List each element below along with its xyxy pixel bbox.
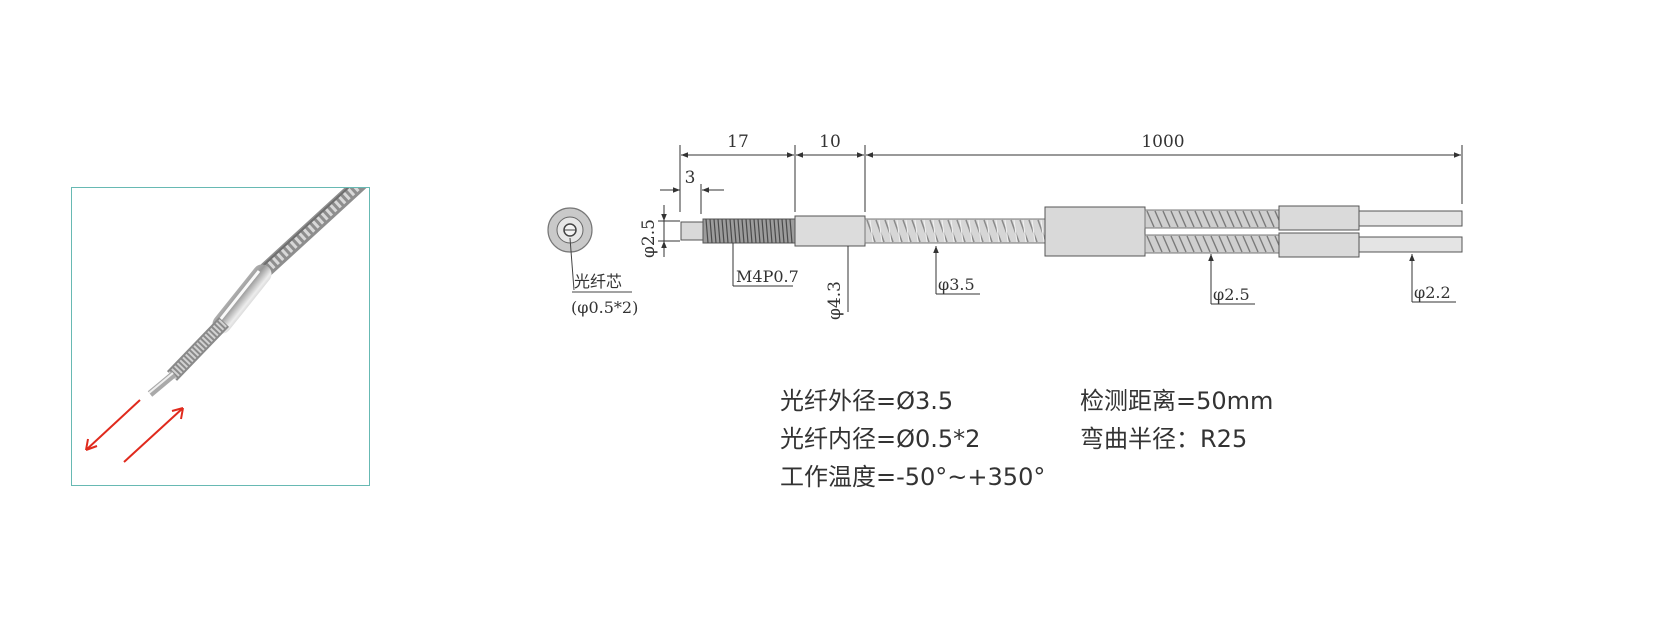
dim-tip-diameter: φ2.5 bbox=[639, 219, 659, 258]
callout-cable-outer: φ3.5 bbox=[938, 275, 975, 294]
callout-thread: M4P0.7 bbox=[736, 267, 799, 286]
spec-bend-radius: 弯曲半径：R25 bbox=[1080, 425, 1248, 453]
spec-temperature: 工作温度=-50°~+350° bbox=[780, 463, 1046, 491]
core-value: (φ0.5*2) bbox=[571, 298, 638, 317]
callout-branch-sheath: φ2.5 bbox=[1213, 285, 1250, 304]
spec-inner-diameter: 光纤内径=Ø0.5*2 bbox=[780, 425, 981, 453]
fiber-probe-photo bbox=[85, 188, 367, 463]
product-photo-frame bbox=[71, 187, 370, 486]
spec-outer-diameter: 光纤外径=Ø3.5 bbox=[780, 387, 954, 415]
emit-arrow bbox=[85, 399, 141, 451]
dim-tip-step: 3 bbox=[685, 168, 696, 188]
braided-cable bbox=[866, 219, 1047, 243]
branch-braids bbox=[1146, 210, 1283, 253]
dim-tip-length: 17 bbox=[727, 132, 749, 152]
fiber-end-view-icon bbox=[547, 207, 593, 253]
dim-sleeve-diameter: φ4.3 bbox=[825, 281, 845, 320]
receive-arrow bbox=[123, 407, 184, 463]
core-label: 光纤芯 bbox=[574, 272, 622, 291]
dim-cable-length: 1000 bbox=[1141, 132, 1184, 152]
spec-detection-distance: 检测距离=50mm bbox=[1080, 387, 1274, 415]
callout-branch-end: φ2.2 bbox=[1414, 283, 1451, 302]
thread-section bbox=[705, 218, 793, 244]
dim-sleeve-length: 10 bbox=[819, 132, 841, 152]
